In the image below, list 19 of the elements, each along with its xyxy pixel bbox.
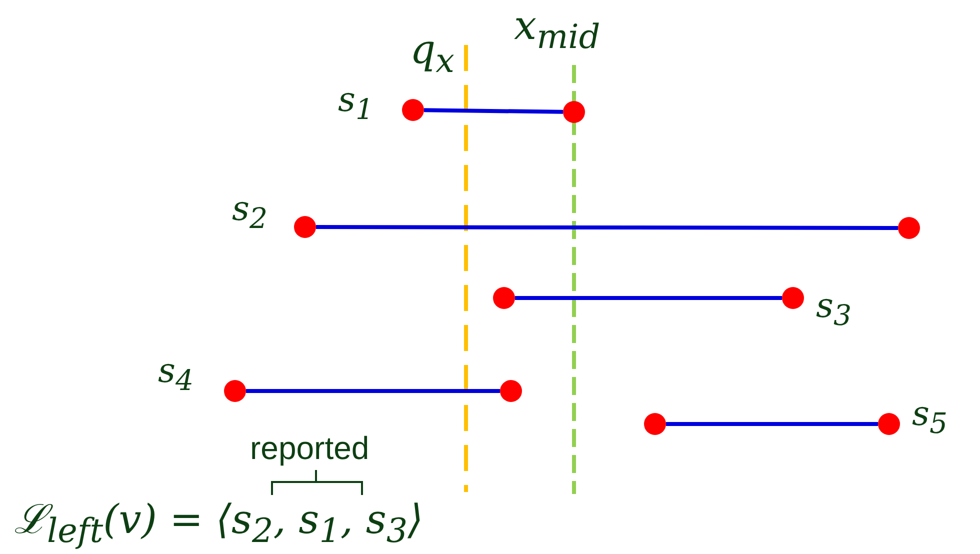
- segment-label: s$_{4}$: [158, 354, 194, 396]
- endpoint-dot: [644, 413, 666, 435]
- axis-label: q$_{x}$: [410, 30, 454, 78]
- endpoint-dot: [500, 380, 522, 402]
- annotation-text: reported: [250, 432, 370, 464]
- segment-label: s$_{2}$: [232, 192, 268, 234]
- segment-label: s$_{1}$: [338, 83, 374, 124]
- endpoint-dot: [563, 101, 585, 123]
- endpoint-dot: [493, 287, 515, 309]
- segment-line: [424, 108, 564, 114]
- segment-line: [316, 225, 898, 230]
- segment-line: [666, 422, 878, 426]
- segment-label: s$_{5}$: [912, 397, 948, 438]
- axis-label: x$_{mid}$: [514, 6, 600, 54]
- segment-line: [246, 389, 500, 393]
- endpoint-dot: [898, 217, 920, 239]
- segment-line: [515, 296, 782, 300]
- formula-text: ℒ$_{left}$(v) = ⟨s$_{2}$, s$_{1}$, s$_{3}$⟩: [14, 500, 424, 548]
- segment-label: s$_{3}$: [816, 289, 852, 330]
